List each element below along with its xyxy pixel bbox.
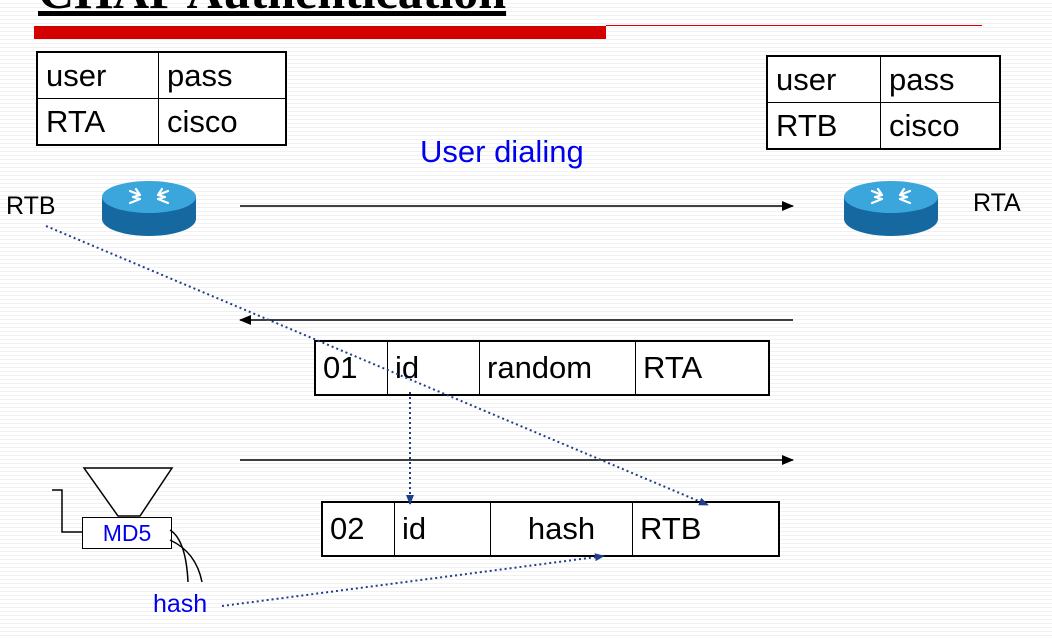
left-router-icon xyxy=(102,181,196,236)
table-cell: pass xyxy=(880,55,1001,103)
packet-random-field: random xyxy=(480,342,636,394)
md5-input-wire xyxy=(52,489,82,533)
table-row: RTA cisco xyxy=(36,98,287,146)
packet-id-field: id xyxy=(395,503,491,555)
table-cell: cisco xyxy=(158,98,287,146)
md5-output-wire xyxy=(169,539,203,583)
table-cell: RTB xyxy=(766,102,881,150)
hash-dotted-arrow xyxy=(221,553,605,607)
challenge-packet: 01 id random RTA xyxy=(314,340,770,396)
table-cell: user xyxy=(36,51,159,99)
right-router-icon xyxy=(844,181,938,236)
packet-id-field: id xyxy=(388,342,480,394)
packet-code-field: 02 xyxy=(323,503,395,555)
page-title: CHAP Authentication xyxy=(38,0,506,20)
table-cell: RTA xyxy=(36,98,159,146)
table-cell: cisco xyxy=(880,102,1001,150)
packet-code-field: 01 xyxy=(316,342,388,394)
hash-label: hash xyxy=(153,590,208,618)
packet-name-field: RTB xyxy=(640,511,702,546)
packet-hash-field: hash xyxy=(491,503,633,555)
md5-funnel xyxy=(82,467,174,517)
table-cell: pass xyxy=(158,51,287,99)
table-row: user pass xyxy=(36,51,287,99)
response-packet: 02 id hash RTB xyxy=(321,501,780,557)
title-underline-bar xyxy=(34,26,606,39)
right-credential-table: user pass RTB cisco xyxy=(766,55,1001,150)
left-credential-table: user pass RTA cisco xyxy=(36,51,287,146)
md5-box: MD5 xyxy=(82,517,172,549)
table-row: RTB cisco xyxy=(766,102,1001,150)
md5-output-wire xyxy=(169,529,189,583)
left-router-label: RTB xyxy=(6,192,56,220)
user-dialing-caption: User dialing xyxy=(420,134,584,169)
right-router-label: RTA xyxy=(973,189,1021,217)
table-row: user pass xyxy=(766,55,1001,103)
table-cell: user xyxy=(766,55,881,103)
packet-name-field: RTA xyxy=(643,350,703,385)
title-underline-line xyxy=(606,25,982,26)
